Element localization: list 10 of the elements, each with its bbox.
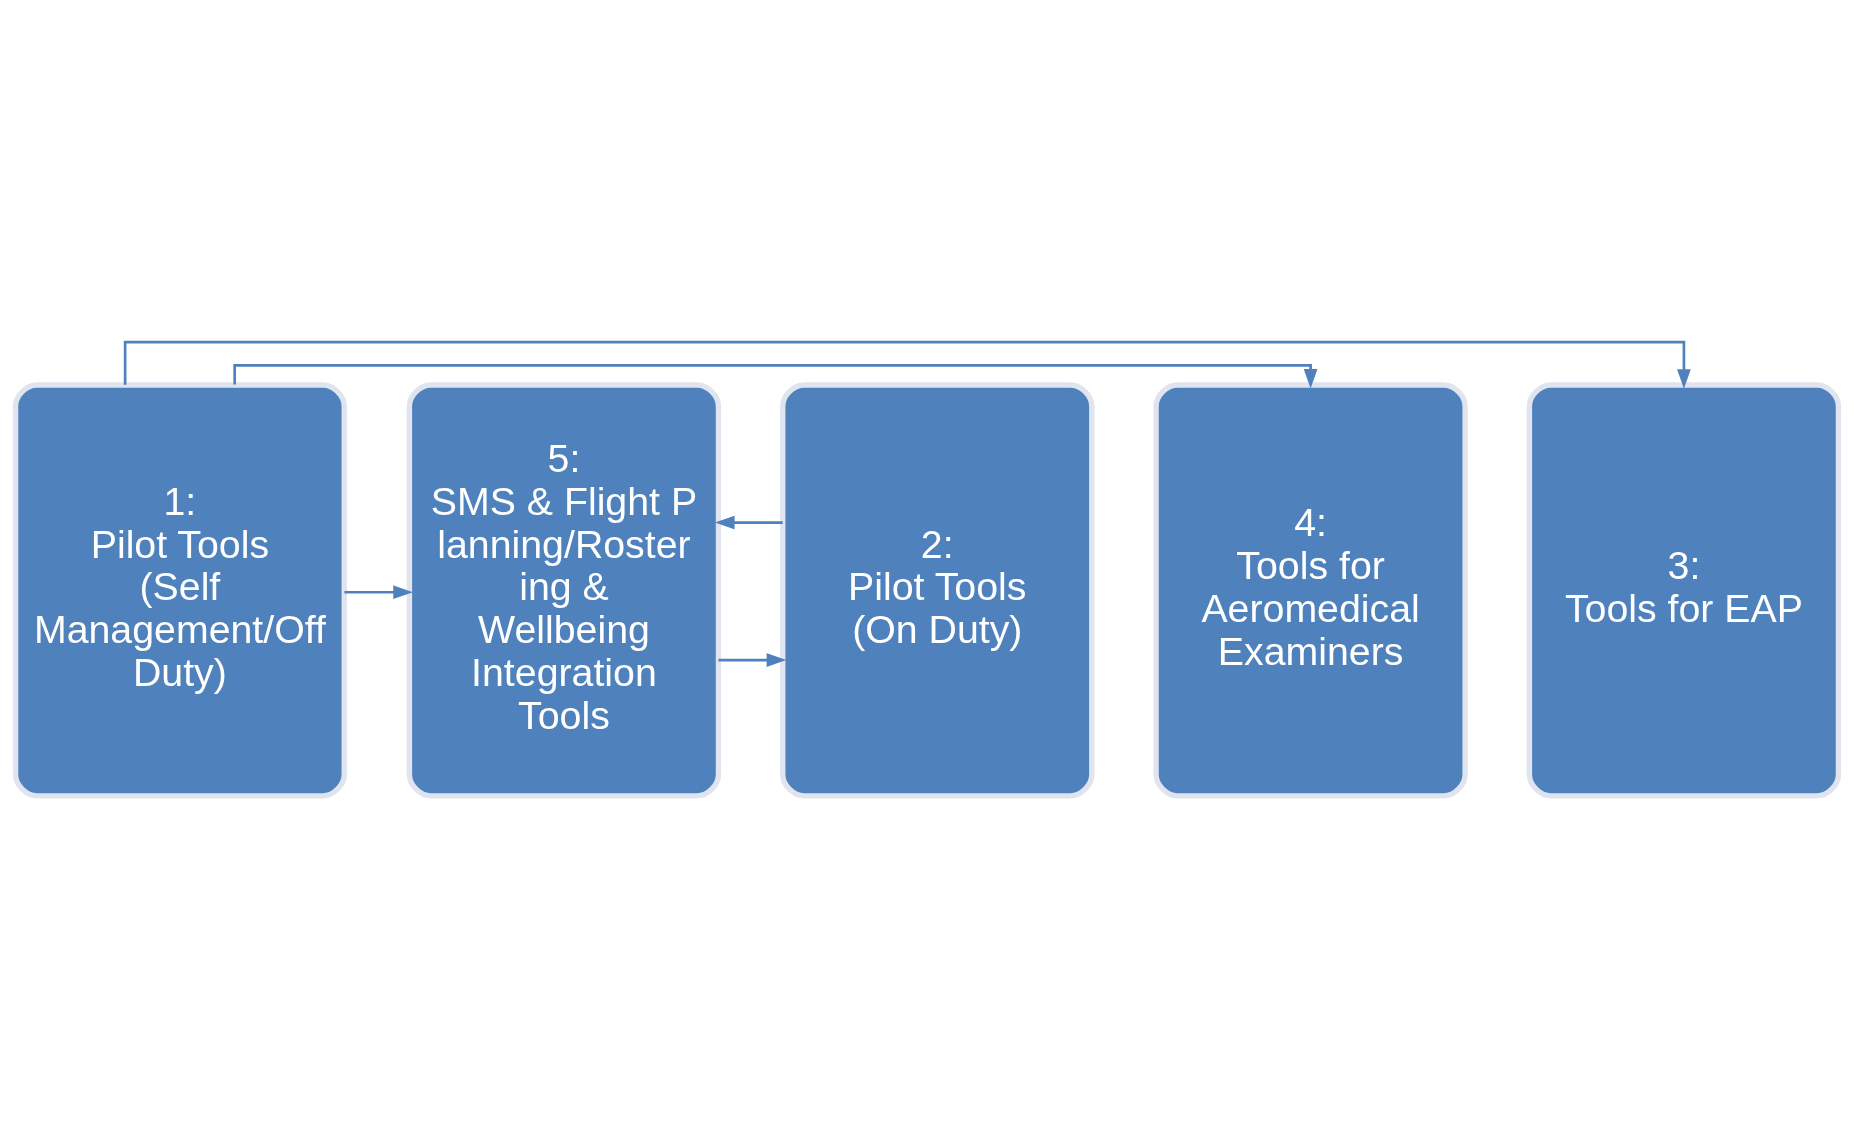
- arrow: [718, 653, 787, 667]
- arrow: [344, 585, 413, 600]
- arrow: [714, 515, 783, 530]
- arrow: [233, 364, 1318, 389]
- node-box: 4: Tools for Aeromedical Examiners: [1153, 382, 1468, 799]
- node-box: 3: Tools for EAP: [1526, 382, 1842, 799]
- node-box: 1: Pilot Tools (Self Management/Off Duty): [12, 382, 347, 799]
- node-box: 5: SMS & Flight Planning/Rostering & Wellbeing Integration Tools: [406, 382, 722, 799]
- arrow: [123, 340, 1691, 389]
- node-box: 2: Pilot Tools (On Duty): [780, 382, 1095, 799]
